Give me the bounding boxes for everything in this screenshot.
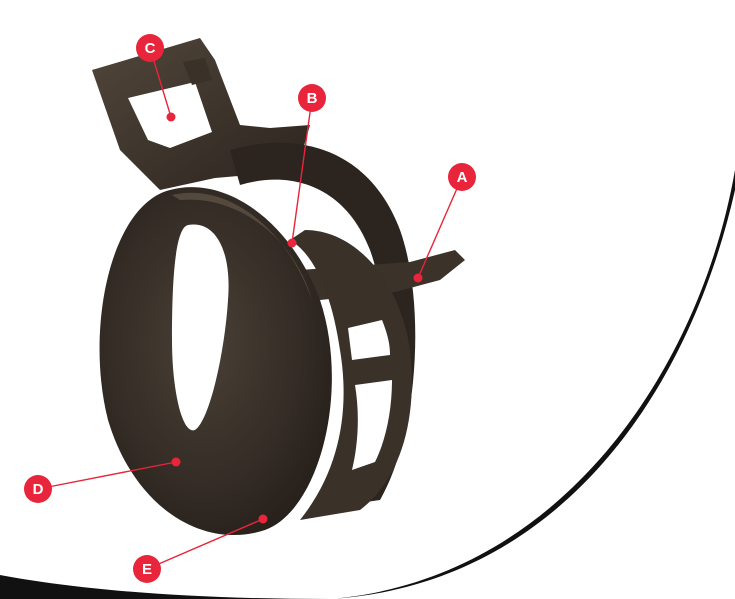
callout-badge-c: C bbox=[136, 34, 164, 62]
callout-label-b: B bbox=[307, 90, 318, 107]
callout-dot-b bbox=[288, 239, 297, 248]
callout-dot-e bbox=[259, 515, 268, 524]
callout-label-a: A bbox=[457, 169, 468, 186]
callout-badge-b: B bbox=[298, 84, 326, 112]
callout-label-d: D bbox=[33, 481, 44, 498]
callout-label-c: C bbox=[145, 40, 156, 57]
callout-dot-d bbox=[172, 458, 181, 467]
callout-dot-a bbox=[414, 274, 423, 283]
callout-badge-e: E bbox=[133, 555, 161, 583]
callout-badge-a: A bbox=[448, 163, 476, 191]
callout-badge-d: D bbox=[24, 475, 52, 503]
callout-label-e: E bbox=[142, 561, 152, 578]
callout-dot-c bbox=[167, 113, 176, 122]
spring-clamp-image bbox=[92, 38, 465, 535]
